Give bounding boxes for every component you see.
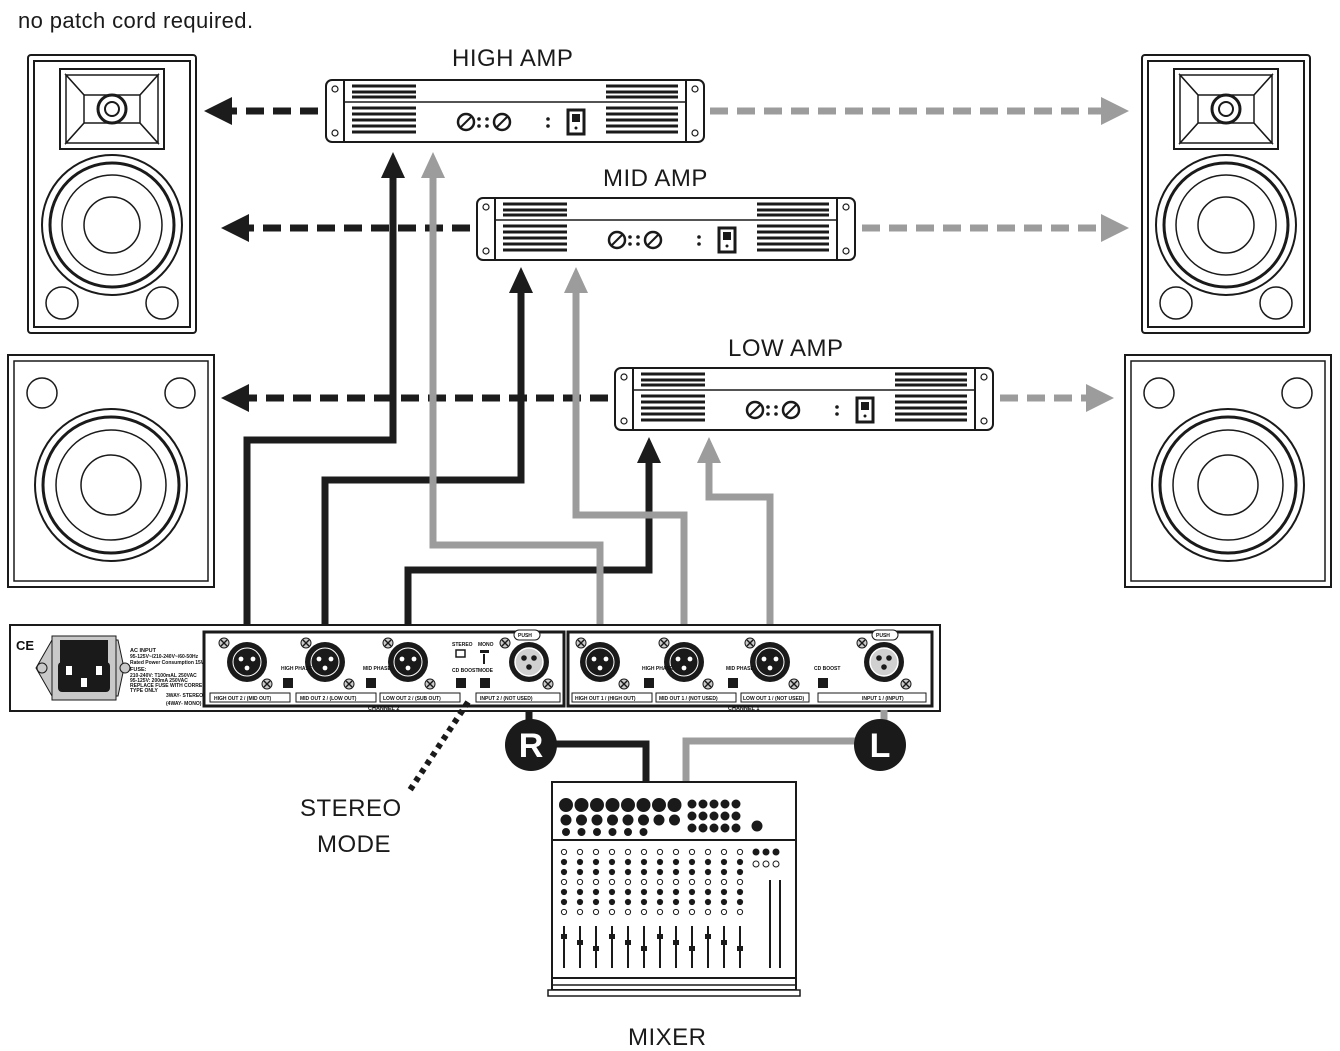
fuse-line-4: TYPE ONLY xyxy=(130,688,159,694)
left-two-way-speaker xyxy=(26,53,198,335)
cable-mixer-left xyxy=(682,710,888,790)
left-subwoofer xyxy=(6,353,216,589)
mid-phase-ch2-label: MID PHASE xyxy=(363,666,391,672)
ch1-jack-label-2: MID OUT 1 / (NOT USED) xyxy=(659,696,718,702)
mixer-controls xyxy=(559,798,781,968)
fuse-line-3: REPLACE FUSE WITH CORRECT xyxy=(130,683,209,689)
high-amp-input-arrow-black xyxy=(381,152,405,178)
low-amp-input-arrow-black xyxy=(637,437,661,463)
stereo-mode-label-line-1: STEREO xyxy=(300,795,402,822)
ce-mark: CE xyxy=(16,638,34,653)
ac-spec-label: 95-125V~/210-240V~/60-50Hz xyxy=(130,654,199,660)
cable-mid-out-1 xyxy=(572,290,688,638)
ch1-jack-label-4: INPUT 1 / (INPUT) xyxy=(862,696,904,702)
xlr-low-out-2 xyxy=(387,641,429,683)
cable-high-out-1 xyxy=(429,175,604,638)
mixer-console xyxy=(547,781,801,997)
mid-amp-unit xyxy=(475,196,857,262)
fuse-label: FUSE: xyxy=(130,667,147,673)
stereo-switch-label: STEREO xyxy=(452,642,473,648)
high-phase-ch2-label: HIGH PHASE xyxy=(281,666,313,672)
right-channel-marker: R xyxy=(505,719,557,771)
low-amp-unit xyxy=(613,366,995,432)
ch2-jack-label-2: MID OUT 2 / (LOW OUT) xyxy=(300,696,357,702)
fuse-line-2: 95-125V: 200mA 250VAC xyxy=(130,678,188,684)
stereo-mode-label-line-2: MODE xyxy=(317,831,391,858)
mid-amp-input-arrow-grey xyxy=(564,267,588,293)
xlr-high-out-2 xyxy=(226,641,268,683)
power-label: Rated Power Consumption 15W xyxy=(130,660,206,666)
ac-power-socket xyxy=(35,635,131,701)
xlr-input-1 xyxy=(863,641,905,683)
xlr-low-out-1 xyxy=(749,641,791,683)
right-marker-text: R xyxy=(519,727,544,765)
channel-2-jack-labels: HIGH OUT 2 / (MID OUT) MID OUT 2 / (LOW … xyxy=(209,692,561,712)
mixer-label: MIXER xyxy=(628,1024,707,1051)
low-amp-input-arrow-grey xyxy=(697,437,721,463)
high-amp-unit xyxy=(324,78,706,144)
channel-1-jack-labels: HIGH OUT 1 / (HIGH OUT) MID OUT 1 / (NOT… xyxy=(571,692,927,712)
ch2-jack-label-4: INPUT 2 / (NOT USED) xyxy=(480,696,533,702)
mode-switch-label: MODE xyxy=(478,668,494,674)
high-amp-label: HIGH AMP xyxy=(452,45,573,72)
cd-boost-ch1-label: CD BOOST xyxy=(814,666,840,672)
cd-boost-ch2-label: CD BOOST xyxy=(452,668,478,674)
caption-text: no patch cord required. xyxy=(18,8,254,33)
xlr-mid-out-1 xyxy=(663,641,705,683)
ch1-jack-label-1: HIGH OUT 1 / (HIGH OUT) xyxy=(575,696,636,702)
xlr-mid-out-2 xyxy=(304,641,346,683)
cable-low-out-1 xyxy=(705,460,774,638)
left-channel-marker: L xyxy=(854,719,906,771)
mono-switch-label: MONO xyxy=(478,642,494,648)
mode-3way-label: 3WAY- STEREO xyxy=(166,693,203,699)
cable-low-out-2 xyxy=(404,460,653,638)
xlr-input-2 xyxy=(508,641,550,683)
mid-amp-input-arrow-black xyxy=(509,267,533,293)
right-two-way-speaker xyxy=(1140,53,1312,335)
panel-switches: HIGH PHASE MID PHASE STEREO MONO CD BOOS… xyxy=(281,642,840,688)
low-amp-label: LOW AMP xyxy=(728,335,844,362)
mid-phase-ch1-label: MID PHASE xyxy=(726,666,754,672)
push-release-tabs: PUSH PUSH xyxy=(513,629,899,641)
mid-amp-label: MID AMP xyxy=(603,165,708,192)
fuse-line-1: 210-240V: T100mAL 250VAC xyxy=(130,673,197,679)
channel-1-label: CHANNEL 1 xyxy=(728,706,759,712)
ac-input-label: AC INPUT xyxy=(130,648,157,654)
high-phase-ch1-label: HIGH PHASE xyxy=(642,666,674,672)
stereo-mode-pointer xyxy=(407,700,471,792)
ch2-jack-label-3: LOW OUT 2 / (SUB OUT) xyxy=(383,696,441,702)
mode-4way-label: (4WAY- MONO) xyxy=(166,701,202,707)
xlr-high-out-1 xyxy=(579,641,621,683)
high-amp-input-arrow-grey xyxy=(421,152,445,178)
channel-2-label: CHANNEL 2 xyxy=(368,706,399,712)
left-marker-text: L xyxy=(870,727,891,765)
ch2-jack-label-1: HIGH OUT 2 / (MID OUT) xyxy=(214,696,272,702)
cable-mid-out-2 xyxy=(321,290,525,638)
right-subwoofer xyxy=(1123,353,1333,589)
crossover-rear-panel: CE AC INPUT 95-125V~/210-240V~/60-50Hz R… xyxy=(9,624,941,712)
ch1-jack-label-3: LOW OUT 1 / (NOT USED) xyxy=(743,696,804,702)
push-label-ch1: PUSH xyxy=(876,633,890,639)
push-label-ch2: PUSH xyxy=(518,633,532,639)
cable-high-out-2 xyxy=(243,175,397,638)
